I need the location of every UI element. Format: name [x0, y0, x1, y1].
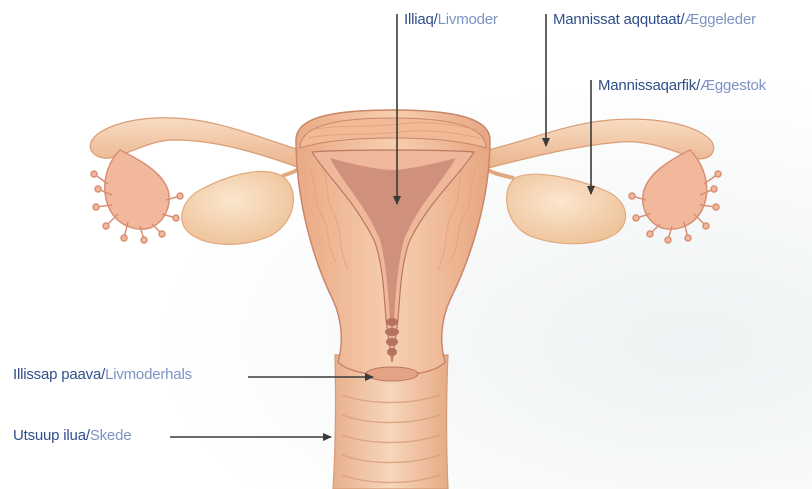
uterus-label-greenlandic: Illiaq: [404, 11, 434, 28]
vagina-label-greenlandic: Utsuup ilua: [13, 427, 86, 444]
vagina-label-danish: Skede: [90, 427, 132, 444]
tube-label-greenlandic: Mannissat aqqutaat: [553, 11, 680, 28]
ovary-label-greenlandic: Mannissaqarfik: [598, 77, 696, 94]
left-ovary: [182, 168, 300, 244]
right-fimbriae: [629, 150, 721, 243]
tube-label: Mannissat aqqutaat/Æggeleder: [553, 11, 756, 28]
tube-label-danish: Æggeleder: [684, 11, 756, 28]
cervix-label-greenlandic: Illissap paava: [13, 366, 101, 383]
cervix-os: [366, 367, 418, 381]
cervix-label: Illissap paava/Livmoderhals: [13, 366, 192, 383]
right-ovary: [488, 170, 626, 244]
left-fimbriae: [91, 150, 183, 243]
uterus-label-danish: Livmoder: [438, 11, 498, 28]
ovary-label-danish: Æggestok: [700, 77, 766, 94]
uterus-label: Illiaq/Livmoder: [404, 11, 498, 28]
cervix-label-danish: Livmoderhals: [105, 366, 192, 383]
uterus-body: [296, 110, 490, 381]
ovary-label: Mannissaqarfik/Æggestok: [598, 77, 766, 94]
vagina-label: Utsuup ilua/Skede: [13, 427, 131, 444]
